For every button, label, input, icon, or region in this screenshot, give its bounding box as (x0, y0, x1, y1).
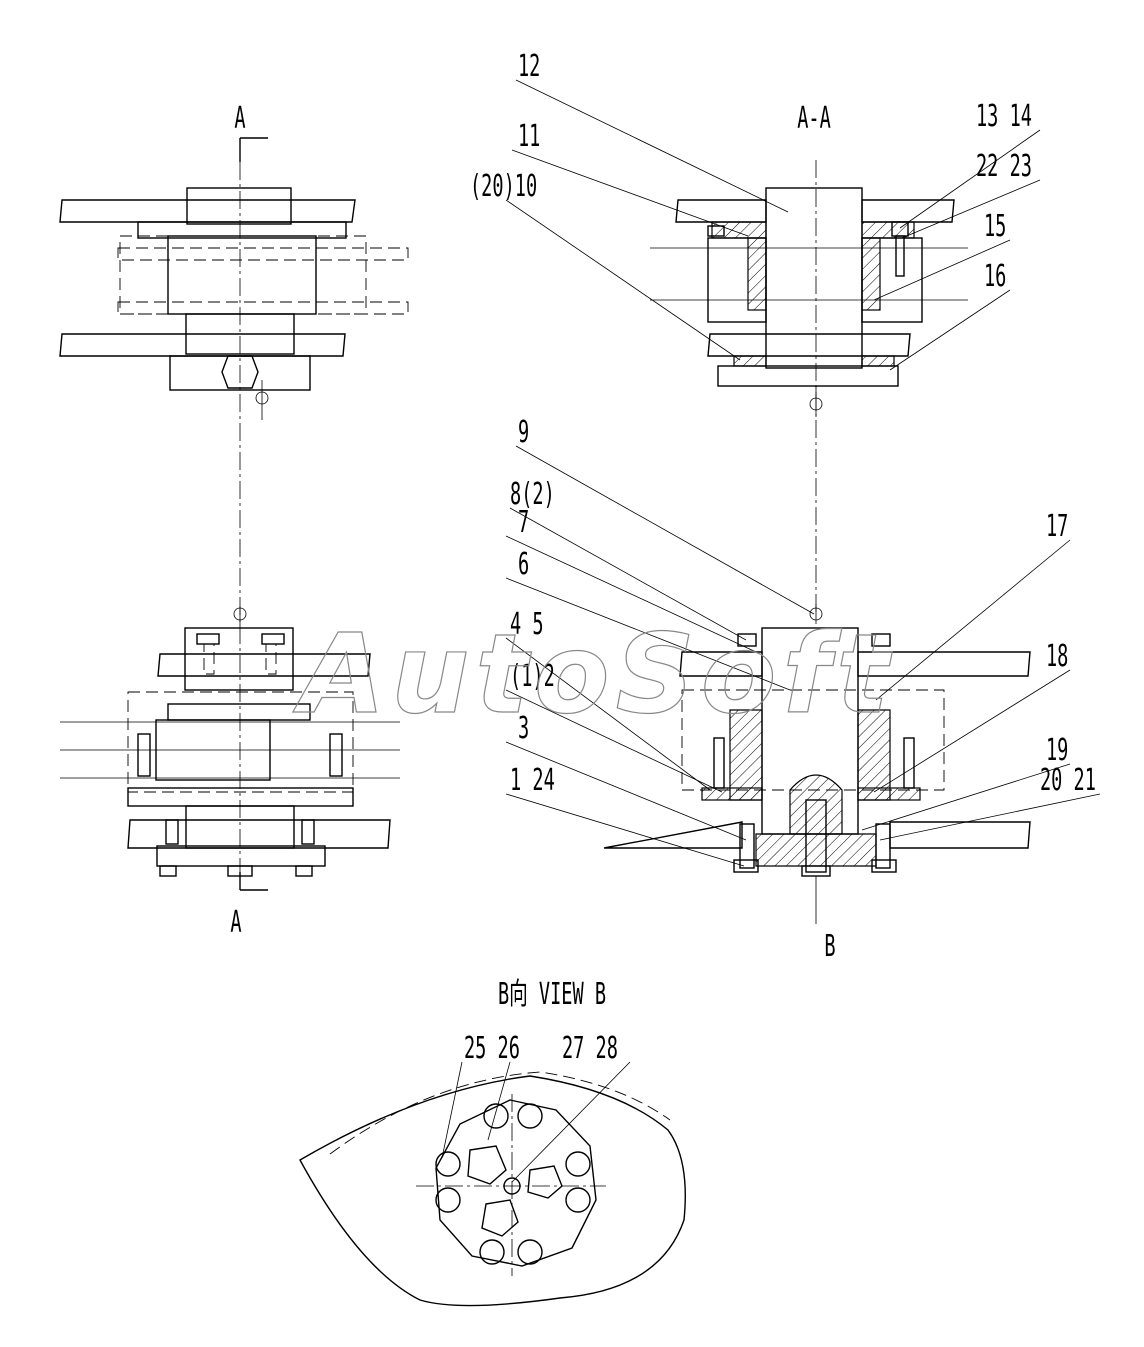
callout-16: 16 (984, 258, 1006, 293)
callout-20-10: (20)10 (470, 168, 537, 203)
callout-1-24: 1 24 (510, 762, 555, 797)
callout-13-14: 13 14 (976, 98, 1032, 133)
callout-20-21: 20 21 (1040, 762, 1096, 797)
callout-27-28: 27 28 (562, 1030, 618, 1065)
callout-3: 3 (518, 710, 529, 745)
callout-8-2: 8(2) (510, 476, 555, 511)
callout-22-23: 22 23 (976, 148, 1032, 183)
callout-12: 12 (518, 48, 540, 83)
callouts: 12 11 (20)10 13 14 22 23 15 16 9 8(2) 7 … (464, 48, 1096, 1065)
callout-6: 6 (518, 546, 529, 581)
section-a-a-lower-view: B (603, 420, 1031, 963)
view-b: B向 VIEW B (299, 976, 686, 1307)
left-elevation-view: A A (59, 100, 409, 939)
leader-lines (441, 79, 1101, 1183)
section-mark-bottom: A (230, 904, 241, 939)
view-b-title: B向 VIEW B (498, 976, 606, 1011)
callout-1-2: (1)2 (510, 658, 555, 693)
callout-18: 18 (1046, 638, 1068, 673)
section-view-title: A-A (797, 100, 831, 135)
section-a-a-upper-view: A-A (650, 100, 968, 420)
callout-19: 19 (1046, 732, 1068, 767)
callout-15: 15 (984, 208, 1006, 243)
section-mark-top: A (234, 100, 245, 135)
callout-7: 7 (518, 504, 529, 539)
view-b-arrow-label: B (824, 928, 835, 963)
callout-25-26: 25 26 (464, 1030, 520, 1065)
callout-17: 17 (1046, 508, 1068, 543)
callout-4-5: 4 5 (510, 606, 544, 641)
callout-11: 11 (518, 118, 540, 153)
watermark-text: AutoSoft (292, 610, 895, 738)
callout-9: 9 (518, 414, 529, 449)
